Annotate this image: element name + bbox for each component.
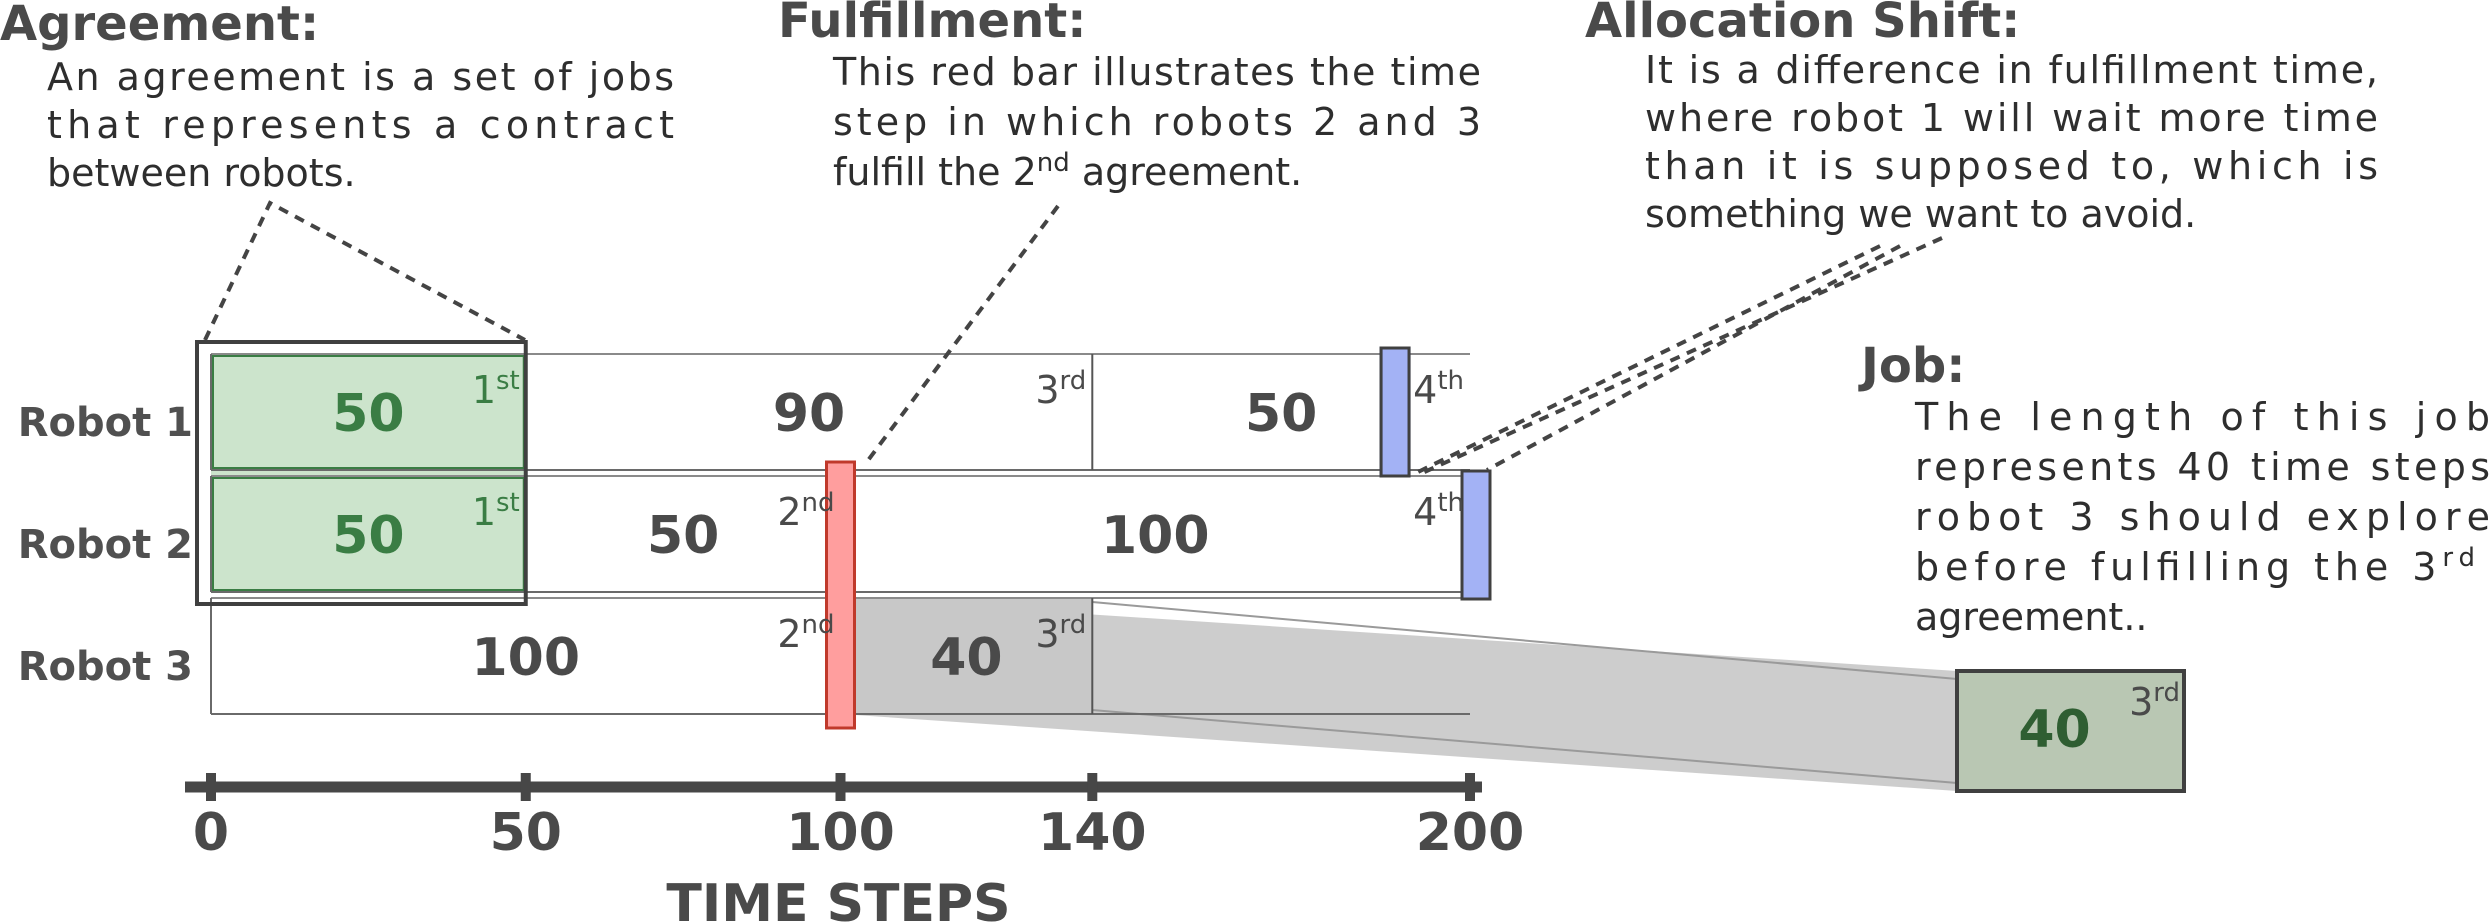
- robot-label: Robot 3: [18, 644, 193, 690]
- shift-bar-robot2: [1460, 469, 1492, 601]
- shift-leader-line-extra: [1417, 244, 1881, 474]
- fulfillment-text-line: step in which robots 2 and 3: [833, 100, 1481, 144]
- job-value: 50: [647, 506, 719, 566]
- agreement-text-line: An agreement is a set of jobs: [47, 55, 674, 99]
- axis-tick-label: 140: [1038, 803, 1147, 863]
- job-value: 90: [773, 384, 845, 444]
- allocation-shift-text-line: where robot 1 will wait more time: [1645, 96, 2378, 140]
- shift-leader-line-robot1: [1419, 236, 1943, 476]
- shift-bar-robot2-outline: [1460, 469, 1492, 601]
- job-ordinal: 3rd: [1035, 610, 1086, 656]
- job-ordinal: 3rd: [1035, 366, 1086, 412]
- job-heading: Job:: [1858, 338, 1965, 394]
- agreement-text-line: that represents a contract: [47, 103, 674, 147]
- robot-label: Robot 2: [18, 522, 193, 568]
- allocation-shift-text-line: It is a difference in fulfillment time,: [1645, 48, 2378, 92]
- job-value: 50: [332, 384, 404, 444]
- fulfillment-text-line: This red bar illustrates the time: [832, 50, 1481, 94]
- job-value: 100: [1101, 506, 1210, 566]
- zoomed-job-box: [1955, 669, 2186, 793]
- job-ordinal: 2nd: [777, 488, 834, 534]
- allocation-shift-text-line: something we want to avoid.: [1645, 192, 2196, 236]
- fulfillment-heading: Fulfillment:: [778, 0, 1086, 49]
- allocation-shift-heading: Allocation Shift:: [1585, 0, 2020, 49]
- job-ordinal: 1st: [472, 366, 520, 412]
- zoom-guide-top: [1092, 601, 1958, 680]
- shift-leader-line-robot2: [1486, 244, 1901, 472]
- zoomed-job-ordinal: 3rd: [2129, 678, 2180, 724]
- fulfillment-text-line: fulfill the 2nd agreement.: [833, 148, 1302, 194]
- agreement-text-line: between robots.: [47, 151, 356, 195]
- agreement-fill: [211, 354, 526, 592]
- agreement-outline: [195, 340, 528, 606]
- agreement-heading: Agreement:: [0, 0, 319, 52]
- axis-title: TIME STEPS: [666, 874, 1010, 924]
- job-text-line: The length of this job: [1914, 395, 2490, 439]
- zoom-guide-bottom: [1092, 709, 1958, 784]
- axis-tick-label: 50: [490, 803, 562, 863]
- job-ordinal: 4th: [1413, 366, 1464, 412]
- axis-tick-label: 200: [1416, 803, 1525, 863]
- axis-tick-label: 0: [193, 803, 229, 863]
- job-value: 40: [930, 628, 1002, 688]
- shift-bar-robot1-outline: [1379, 346, 1411, 478]
- robot3-job-shade: [840, 598, 1093, 714]
- job-ordinal: 4th: [1413, 488, 1464, 534]
- robot-label: Robot 1: [18, 400, 193, 446]
- job-text-line: agreement..: [1915, 595, 2148, 639]
- shift-bar-robot1: [1379, 346, 1411, 478]
- background-layer: [211, 354, 2186, 793]
- axis-tick-label: 100: [786, 803, 895, 863]
- job-ordinal: 2nd: [777, 610, 834, 656]
- agreement-leader-line: [203, 200, 526, 342]
- job-value: 50: [332, 506, 404, 566]
- zoom-projection-band: [840, 598, 1957, 791]
- highlight-layer: [195, 340, 1492, 730]
- job-text-line: represents 40 time steps: [1915, 445, 2490, 489]
- job-value: 100: [471, 628, 580, 688]
- job-text-line: robot 3 should explore: [1915, 495, 2490, 539]
- zoomed-job-value: 40: [2018, 700, 2090, 760]
- fulfillment-leader-line: [864, 204, 1060, 465]
- job-ordinal: 1st: [472, 488, 520, 534]
- allocation-shift-text-line: than it is supposed to, which is: [1645, 144, 2378, 188]
- fulfillment-bar: [825, 460, 856, 730]
- job-value: 50: [1245, 384, 1317, 444]
